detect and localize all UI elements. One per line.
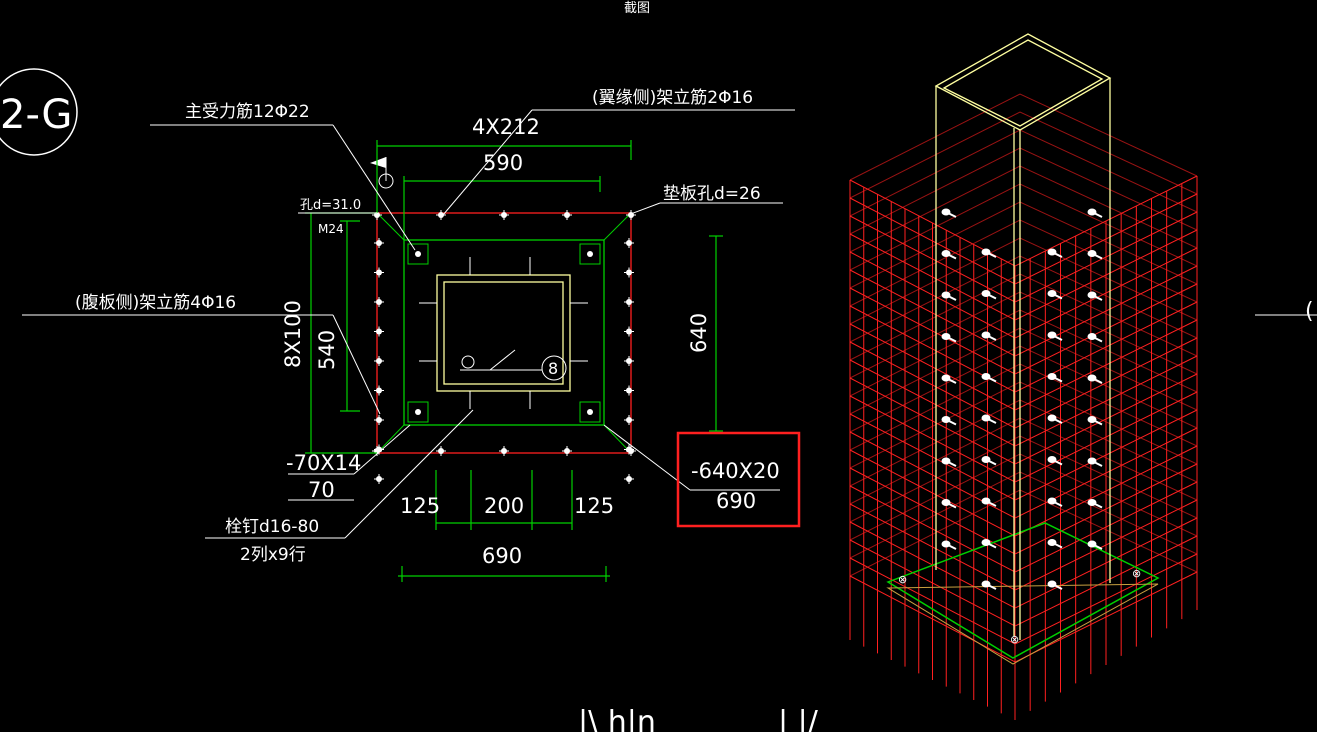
stirrup-outline xyxy=(376,212,632,454)
weld-mark: 8 xyxy=(548,359,558,378)
isometric-view: ⊗ ⊗ ⊗ xyxy=(849,33,1198,720)
steel-tube-inner xyxy=(443,281,564,385)
dim-bottom-a: 125 xyxy=(400,494,440,518)
leader-lines xyxy=(22,109,1317,539)
svg-text:⊗: ⊗ xyxy=(898,573,907,586)
dim-bottom-b: 200 xyxy=(484,494,524,518)
base-plate-outline xyxy=(403,239,605,426)
dimension-lines xyxy=(305,140,723,582)
label-base-plate-len: 690 xyxy=(716,489,756,513)
iso-steel-column xyxy=(934,33,1112,640)
dim-left-spacing: 8X100 xyxy=(281,300,305,368)
label-pad-plate-len: 70 xyxy=(308,478,335,502)
iso-base-plate xyxy=(886,522,1160,659)
right-edge-fragment: ( xyxy=(1305,299,1314,324)
label-stud-layout: 2列x9行 xyxy=(240,545,306,565)
label-flange-rebar: (翼缘侧)架立筋2Φ16 xyxy=(592,88,753,108)
dim-top-width: 590 xyxy=(483,151,523,175)
label-main-rebar: 主受力筋12Φ22 xyxy=(185,102,310,122)
label-base-plate-spec: -640X20 xyxy=(691,459,780,483)
dim-top-spacing: 4X212 xyxy=(472,115,540,139)
dim-bottom-total: 690 xyxy=(482,544,522,568)
svg-text:⊗: ⊗ xyxy=(1132,567,1141,580)
top-label: 截图 xyxy=(624,1,650,16)
pad-plates xyxy=(407,243,601,423)
plan-view: 8 xyxy=(370,157,636,484)
dim-left-height: 540 xyxy=(315,330,339,370)
axis-tag: 2-G xyxy=(0,68,78,156)
label-bolt: M24 xyxy=(318,222,344,236)
label-stud-spec: 栓钉d16-80 xyxy=(225,517,319,537)
bottom-fragment-2: | |/ xyxy=(778,705,819,732)
label-pad-plate-spec: -70X14 xyxy=(286,451,361,475)
steel-tube-outer xyxy=(436,274,571,392)
highlight-box[interactable] xyxy=(676,431,801,528)
dim-bottom-c: 125 xyxy=(574,494,614,518)
bottom-fragment-1: |\ h|n xyxy=(578,705,656,732)
label-pad-hole: 垫板孔d=26 xyxy=(663,184,761,204)
dim-right-height: 640 xyxy=(687,313,711,353)
label-web-rebar: (腹板侧)架立筋4Φ16 xyxy=(75,293,236,313)
rebar-points xyxy=(372,210,636,484)
svg-text:⊗: ⊗ xyxy=(1010,633,1019,646)
label-hole-d: 孔d=31.0 xyxy=(300,198,361,213)
axis-tag-text: 2-G xyxy=(0,92,72,138)
